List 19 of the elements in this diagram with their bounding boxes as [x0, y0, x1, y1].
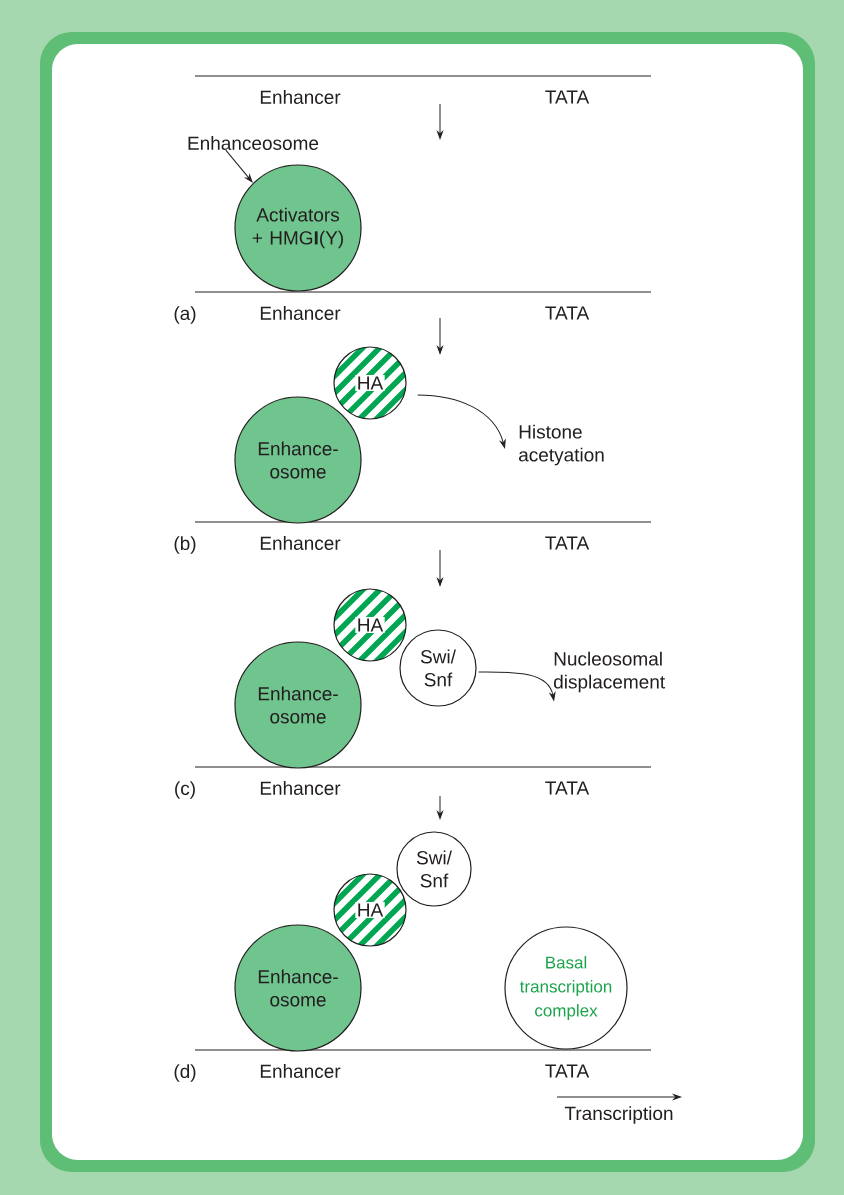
site-label: Enhancer — [260, 781, 341, 795]
site-label: TATA — [545, 306, 590, 320]
arrow — [417, 394, 506, 449]
process-text: Nucleosomal displacement — [554, 651, 665, 693]
leader-line — [225, 149, 253, 183]
stage-label: (c) — [175, 781, 195, 799]
process-label: Transcription — [564, 1106, 673, 1124]
site-label: Enhancer — [260, 90, 341, 104]
site-label: TATA — [545, 90, 590, 104]
arrow — [478, 671, 556, 701]
stage-label: (a) — [174, 306, 196, 324]
site-label: Enhancer — [260, 306, 341, 320]
site-label: Enhancer — [260, 536, 341, 550]
stage-label: (d) — [174, 1064, 196, 1082]
process-text: Histone acetyation — [519, 424, 604, 466]
site-label: TATA — [545, 536, 590, 550]
callout-text: Enhanceosome — [188, 136, 319, 150]
stage-label: (b) — [174, 536, 196, 554]
site-label: TATA — [545, 781, 590, 795]
